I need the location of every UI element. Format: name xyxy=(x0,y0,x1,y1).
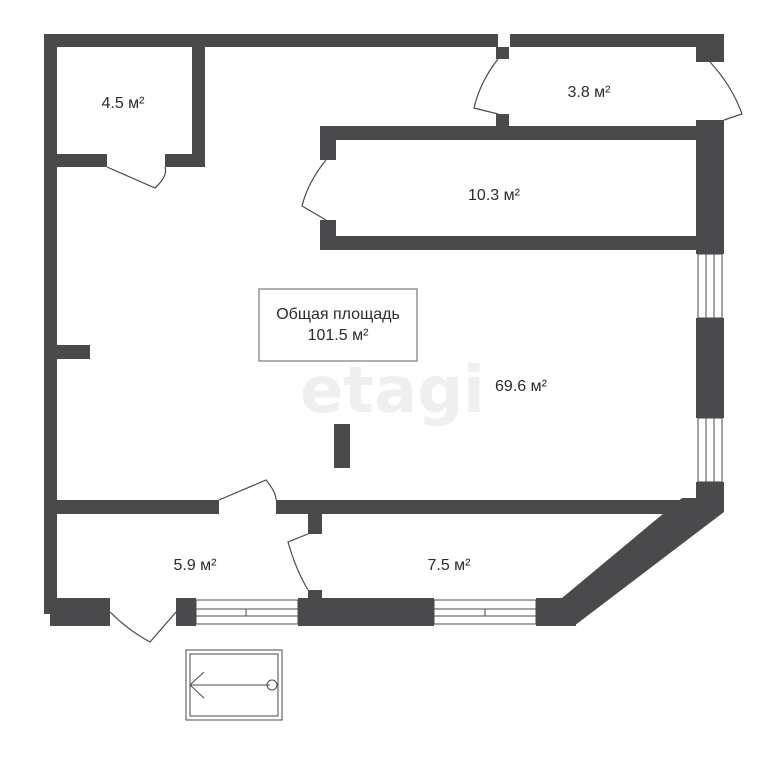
wall-right-upper xyxy=(696,120,724,254)
room-label-3-8: 3.8 м² xyxy=(567,84,611,101)
entrance-porch xyxy=(185,649,283,721)
wall-r3-top xyxy=(320,126,724,140)
wall-r2-jamb-top xyxy=(496,47,509,59)
windows xyxy=(195,253,723,625)
wall-bottom-left xyxy=(50,598,110,626)
wall-r2-jamb-bottom xyxy=(496,114,509,128)
door-r1 xyxy=(106,166,167,189)
wall-top-right xyxy=(510,34,696,47)
wall-right-mid xyxy=(696,318,724,418)
room-label-69-6: 69.6 м² xyxy=(495,378,548,395)
window-bottom-left xyxy=(195,599,299,625)
wall-left xyxy=(44,34,57,614)
window-right-lower xyxy=(697,417,723,483)
door-r2-left xyxy=(473,58,499,115)
door-r2-right xyxy=(709,61,743,121)
wall-bottom-a xyxy=(176,598,196,626)
wall-r3-bottom xyxy=(320,236,700,250)
wall-bottom-c xyxy=(536,598,576,626)
door-r6 xyxy=(287,533,309,591)
total-area-box: Общая площадь 101.5 м² xyxy=(258,288,418,362)
door-main xyxy=(218,479,277,501)
wall-r1-right xyxy=(192,47,205,167)
door-entrance xyxy=(109,611,177,643)
total-area-value: 101.5 м² xyxy=(308,327,369,344)
total-area-title: Общая площадь xyxy=(276,306,400,323)
room-labels: 4.5 м² 3.8 м² 10.3 м² 69.6 м² 5.9 м² 7.5… xyxy=(101,84,611,574)
entrance-arrow-icon xyxy=(189,671,205,699)
room-label-10-3: 10.3 м² xyxy=(468,187,521,204)
room-label-7-5: 7.5 м² xyxy=(427,557,471,574)
room-label-5-9: 5.9 м² xyxy=(173,557,217,574)
wall-r3-left-upper xyxy=(320,126,336,160)
porch-frame xyxy=(185,649,283,721)
doors xyxy=(106,58,743,643)
room-label-4-5: 4.5 м² xyxy=(101,95,145,112)
entrance-circle-icon xyxy=(266,679,278,691)
door-r3 xyxy=(301,159,327,221)
wall-corner-tr xyxy=(696,34,724,62)
wall-r5r6-upper xyxy=(308,514,322,534)
wall-diagonal xyxy=(562,498,724,626)
column xyxy=(334,424,350,468)
wall-r1-bottom-b xyxy=(165,154,205,167)
wall-divider-right xyxy=(276,500,696,514)
wall-divider-left xyxy=(57,500,219,514)
wall-stub-left xyxy=(57,345,90,359)
window-right-upper xyxy=(697,253,723,319)
wall-top xyxy=(44,34,498,47)
wall-r5r6-lower xyxy=(308,590,322,604)
inner-walls xyxy=(57,47,724,604)
total-area-frame xyxy=(258,288,418,362)
wall-r1-bottom-a xyxy=(57,154,107,167)
watermark-text: etagi xyxy=(300,354,485,428)
